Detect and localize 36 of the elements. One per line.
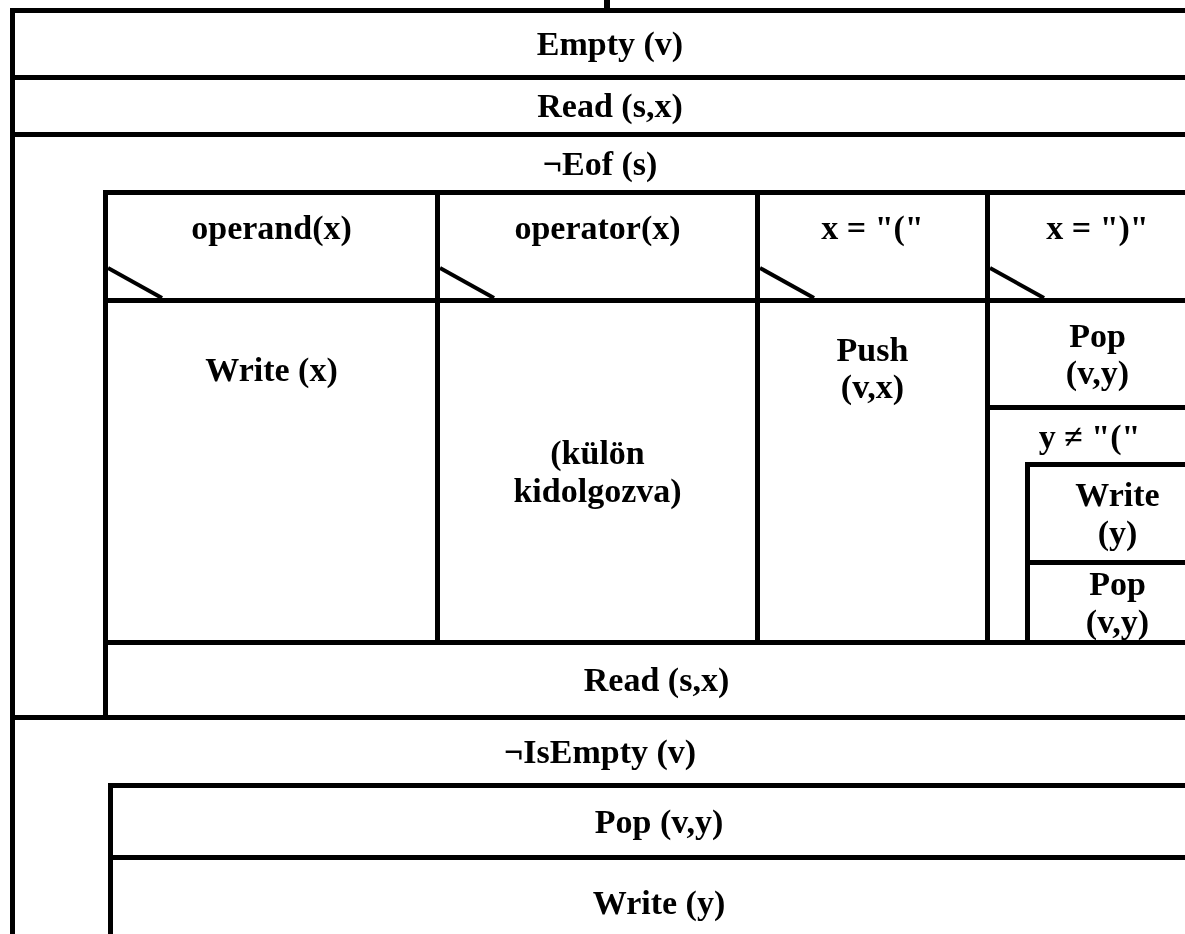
statement-box (10, 8, 1185, 75)
statement-box (103, 298, 435, 640)
statement-label: (külön kidolgozva) (512, 434, 683, 509)
statement-label: Read (s,x) (583, 661, 730, 699)
case-condition-box (103, 190, 435, 298)
statement-box (755, 298, 985, 640)
statement-box (1025, 462, 1185, 560)
statement-label: Pop (v,y) (1064, 316, 1131, 392)
loop-condition: ¬IsEmpty (v) (503, 733, 697, 771)
statement-label: Empty (v) (536, 25, 684, 63)
statement-label: Write (y) (592, 883, 726, 922)
loop-condition: y ≠ "(" (1038, 417, 1141, 455)
statement-box (1025, 560, 1185, 640)
statement-box (108, 855, 1185, 934)
case-condition: x = ")" (1046, 209, 1149, 247)
statement-label: Write (x) (205, 351, 338, 389)
loop-condition: ¬Eof (s) (542, 145, 658, 183)
statement-label: Pop (v,y) (1084, 565, 1151, 640)
loop-block (10, 132, 1185, 715)
case-condition-box (435, 190, 755, 298)
loop-block (985, 405, 1185, 640)
loop-block (10, 715, 1185, 934)
statement-box (108, 783, 1185, 855)
statement-box (435, 298, 755, 640)
statement-box (10, 75, 1185, 132)
statement-label: Pop (v,y) (594, 802, 724, 841)
statement-box (103, 640, 1185, 715)
statement-label: Write (y) (1074, 476, 1161, 551)
case-condition: operator(x) (514, 209, 681, 247)
case-condition-box (755, 190, 985, 298)
statement-box (985, 298, 1185, 405)
statement-label: Push (v,x) (835, 331, 910, 406)
case-condition-box (985, 190, 1185, 298)
statement-label: Read (s,x) (537, 87, 683, 125)
case-condition: x = "(" (821, 209, 924, 247)
case-condition: operand(x) (191, 209, 352, 247)
